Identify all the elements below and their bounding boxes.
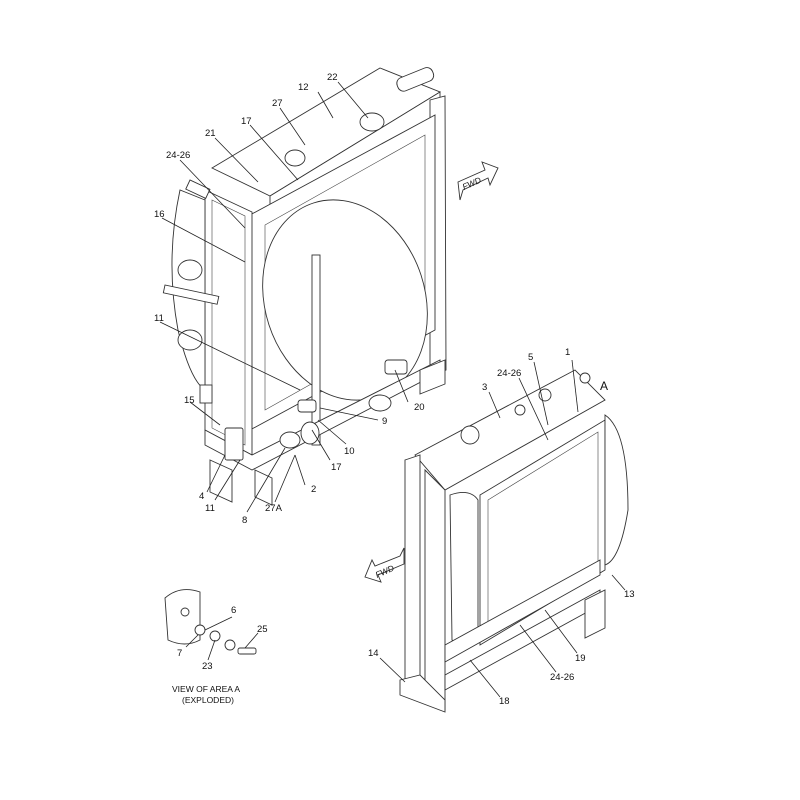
callout-6: 6 [231, 605, 236, 616]
callout-4: 4 [199, 491, 204, 502]
callout-5: 5 [528, 352, 533, 363]
callout-23: 23 [202, 661, 213, 672]
callout-11-upper: 11 [154, 313, 164, 324]
callout-12: 12 [298, 82, 309, 93]
callout-10: 10 [344, 446, 355, 457]
leader-lines [159, 81, 626, 698]
callout-17-lower: 17 [331, 462, 342, 473]
detail-caption: VIEW OF AREA A (EXPLODED) [172, 684, 240, 705]
caption-line-1: VIEW OF AREA A [172, 684, 240, 694]
callout-27: 27 [272, 98, 283, 109]
fwd-arrow-top-label: FWD [461, 175, 483, 192]
callout-8: 8 [242, 515, 247, 526]
callout-21: 21 [205, 128, 216, 139]
callout-13: 13 [624, 589, 635, 600]
fwd-arrow-bottom: FWD [364, 547, 405, 583]
callout-24-26-top: 24-26 [166, 150, 190, 161]
callout-24-26-bottom: 24-26 [550, 672, 574, 683]
callout-17-top: 17 [241, 116, 252, 127]
callout-14: 14 [368, 648, 379, 659]
callout-A: A [600, 379, 608, 393]
callout-15: 15 [184, 395, 195, 406]
callout-7: 7 [177, 648, 182, 659]
callout-18: 18 [499, 696, 510, 707]
callouts: 22 12 27 17 21 24-26 16 11 15 4 11 8 27A… [154, 72, 635, 707]
callout-20: 20 [414, 402, 425, 413]
callout-25: 25 [257, 624, 268, 635]
callout-16: 16 [154, 209, 165, 220]
radiator-assembly-front [399, 369, 629, 713]
callout-22: 22 [327, 72, 338, 83]
callout-3: 3 [482, 382, 487, 393]
callout-9: 9 [382, 416, 387, 427]
caption-line-2: (EXPLODED) [182, 695, 234, 705]
callout-11-lower: 11 [205, 503, 215, 514]
callout-1: 1 [565, 347, 570, 358]
callout-24-26-mid: 24-26 [497, 368, 521, 379]
fwd-arrow-top: FWD [457, 161, 499, 201]
callout-27A: 27A [265, 503, 283, 514]
callout-2: 2 [311, 484, 316, 495]
exploded-detail [164, 589, 257, 655]
callout-19: 19 [575, 653, 586, 664]
